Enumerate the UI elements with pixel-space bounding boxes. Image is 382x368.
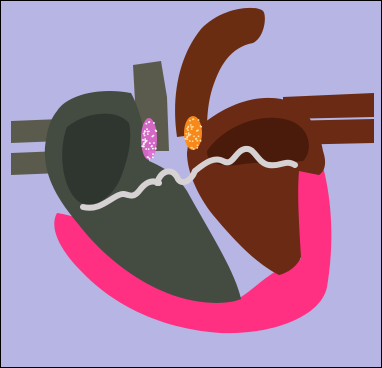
speckle-dot [152,148,154,150]
speckle-dot [152,153,154,155]
magenta-spot [141,118,157,160]
speckle-dot [188,126,190,128]
speckle-dot [191,147,193,149]
speckle-dot [196,140,198,142]
speckle-dot [197,129,199,131]
speckle-dot [191,128,193,130]
speckle-dot [155,129,157,131]
speckle-dot [151,146,153,148]
speckle-dot [143,146,145,148]
speckle-dot [149,158,151,160]
speckle-dot [185,133,187,135]
speckle-dot [148,121,150,123]
speckle-dot [196,147,198,149]
speckle-dot [146,140,148,142]
speckle-dot [149,142,151,144]
speckle-dot [147,133,149,135]
speckle-dot [193,136,195,138]
speckle-dot [198,119,200,121]
speckle-dot [198,135,200,137]
speckle-dot [190,124,192,126]
speckle-dot [186,138,188,140]
speckle-dot [200,140,202,142]
speckle-dot [152,135,154,137]
speckle-dot [145,148,147,150]
speckle-dot [147,156,149,158]
speckle-dot [146,128,148,130]
speckle-dot [148,148,150,150]
speckle-dot [153,142,155,144]
speckle-dot [190,134,192,136]
speckle-dot [145,123,147,125]
speckle-dot [189,120,191,122]
speckle-dot [152,156,154,158]
speckle-dot [187,129,189,131]
speckle-dot [144,135,146,137]
speckle-dot [155,148,157,150]
speckle-dot [195,138,197,140]
speckle-dot [184,138,186,140]
speckle-dot [186,136,188,138]
speckle-dot [197,144,199,146]
speckle-dot [153,122,155,124]
speckle-dot [193,148,195,150]
speckle-dot [143,133,145,135]
speckle-dot [141,145,143,147]
speckle-dot [148,130,150,132]
speckle-dot [144,138,146,140]
speckle-dot [192,140,194,142]
speckle-dot [143,142,145,144]
speckle-dot [192,118,194,120]
speckle-dot [144,140,146,142]
speckle-dot [144,130,146,132]
speckle-dot [186,128,188,130]
speckle-dot [200,125,202,127]
speckle-dot [192,126,194,128]
speckle-dot [142,139,144,141]
speckle-dot [189,140,191,142]
speckle-dot [190,126,192,128]
speckle-dot [188,134,190,136]
